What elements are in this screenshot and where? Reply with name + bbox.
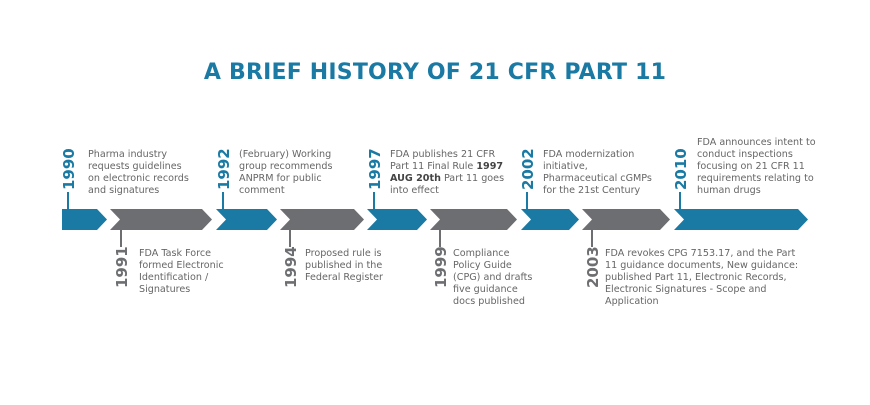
event-year-1990: 1990 — [60, 148, 78, 190]
timeline-segment-1994 — [280, 209, 364, 230]
timeline-segment-2002 — [521, 209, 579, 230]
event-year-1999: 1999 — [432, 246, 450, 288]
timeline-segment-1991 — [110, 209, 212, 230]
event-year-1997: 1997 — [366, 148, 384, 190]
timeline-segment-1999 — [430, 209, 517, 230]
event-year-1992: 1992 — [215, 148, 233, 190]
timeline-segment-2003 — [582, 209, 670, 230]
page-title: A BRIEF HISTORY OF 21 CFR PART 11 — [203, 60, 667, 85]
timeline-segment-1990 — [62, 209, 107, 230]
event-year-2010: 2010 — [672, 148, 690, 190]
timeline-segment-1992 — [216, 209, 277, 230]
event-year-1991: 1991 — [113, 246, 131, 288]
event-year-2002: 2002 — [519, 148, 537, 190]
event-year-1994: 1994 — [282, 246, 300, 288]
timeline-segment-2010 — [674, 209, 808, 230]
event-year-2003: 2003 — [584, 246, 602, 288]
timeline-segment-1997 — [367, 209, 427, 230]
